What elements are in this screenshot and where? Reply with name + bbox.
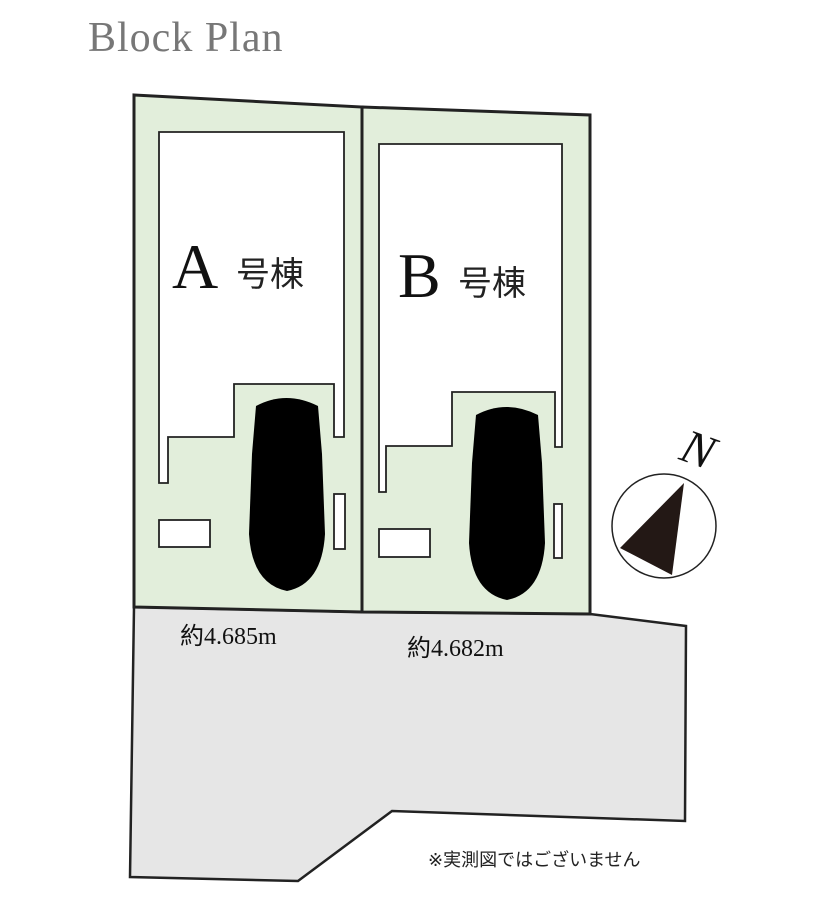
car-icon xyxy=(469,407,545,600)
lot-a-letter: A xyxy=(172,231,218,302)
building-b xyxy=(378,143,563,493)
lot-a-meter-box xyxy=(158,519,211,548)
car-icon xyxy=(249,398,325,591)
lot-b-meter-box xyxy=(378,528,431,558)
lot-b-post xyxy=(553,503,563,559)
lot-a-post xyxy=(333,493,346,550)
lot-a-suffix: 号棟 xyxy=(236,255,304,295)
lot-b-suffix: 号棟 xyxy=(458,264,526,304)
compass-icon: N xyxy=(611,419,725,579)
lot-b-letter: B xyxy=(398,240,441,311)
page-title: Block Plan xyxy=(88,15,284,61)
disclaimer-note: ※実測図ではございません xyxy=(428,849,641,871)
building-a xyxy=(158,131,345,484)
lot-b-frontage: 約4.682m xyxy=(407,635,504,662)
north-label: N xyxy=(673,419,725,481)
lot-a-frontage: 約4.685m xyxy=(180,623,277,650)
